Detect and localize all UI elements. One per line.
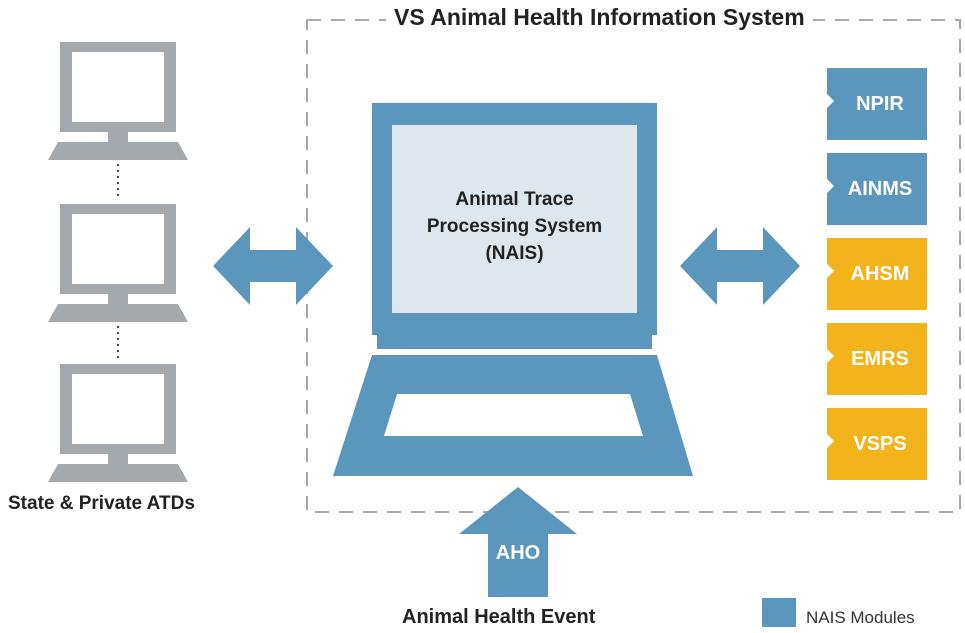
center-label-line2: Processing System — [426, 216, 603, 237]
module-npir: NPIR — [827, 68, 927, 140]
legend-swatch — [762, 598, 796, 627]
atd-computer-1 — [48, 42, 188, 160]
event-caption: Animal Health Event — [402, 606, 596, 628]
right-double-arrow — [680, 227, 800, 305]
module-notches — [827, 94, 834, 448]
atd-caption: State & Private ATDs — [8, 493, 195, 514]
module-ainms: AINMS — [827, 153, 927, 225]
aho-label: AHO — [495, 542, 541, 564]
system-title: VS Animal Health Information System — [386, 4, 813, 31]
atd-computer-2 — [48, 204, 188, 322]
module-vsps: VSPS — [827, 408, 927, 480]
module-ahsm: AHSM — [827, 238, 927, 310]
center-system-label: Animal Trace Processing System (NAIS) — [392, 186, 637, 267]
module-emrs: EMRS — [827, 323, 927, 395]
center-label-line1: Animal Trace — [455, 189, 574, 210]
left-double-arrow — [213, 227, 333, 305]
laptop-icon — [333, 103, 693, 476]
module-list: NPIR AINMS AHSM EMRS VSPS — [827, 68, 927, 480]
aho-up-arrow — [459, 487, 577, 597]
legend-label: NAIS Modules — [806, 608, 915, 627]
atd-computer-3 — [48, 364, 188, 482]
center-label-line3: (NAIS) — [485, 243, 544, 264]
